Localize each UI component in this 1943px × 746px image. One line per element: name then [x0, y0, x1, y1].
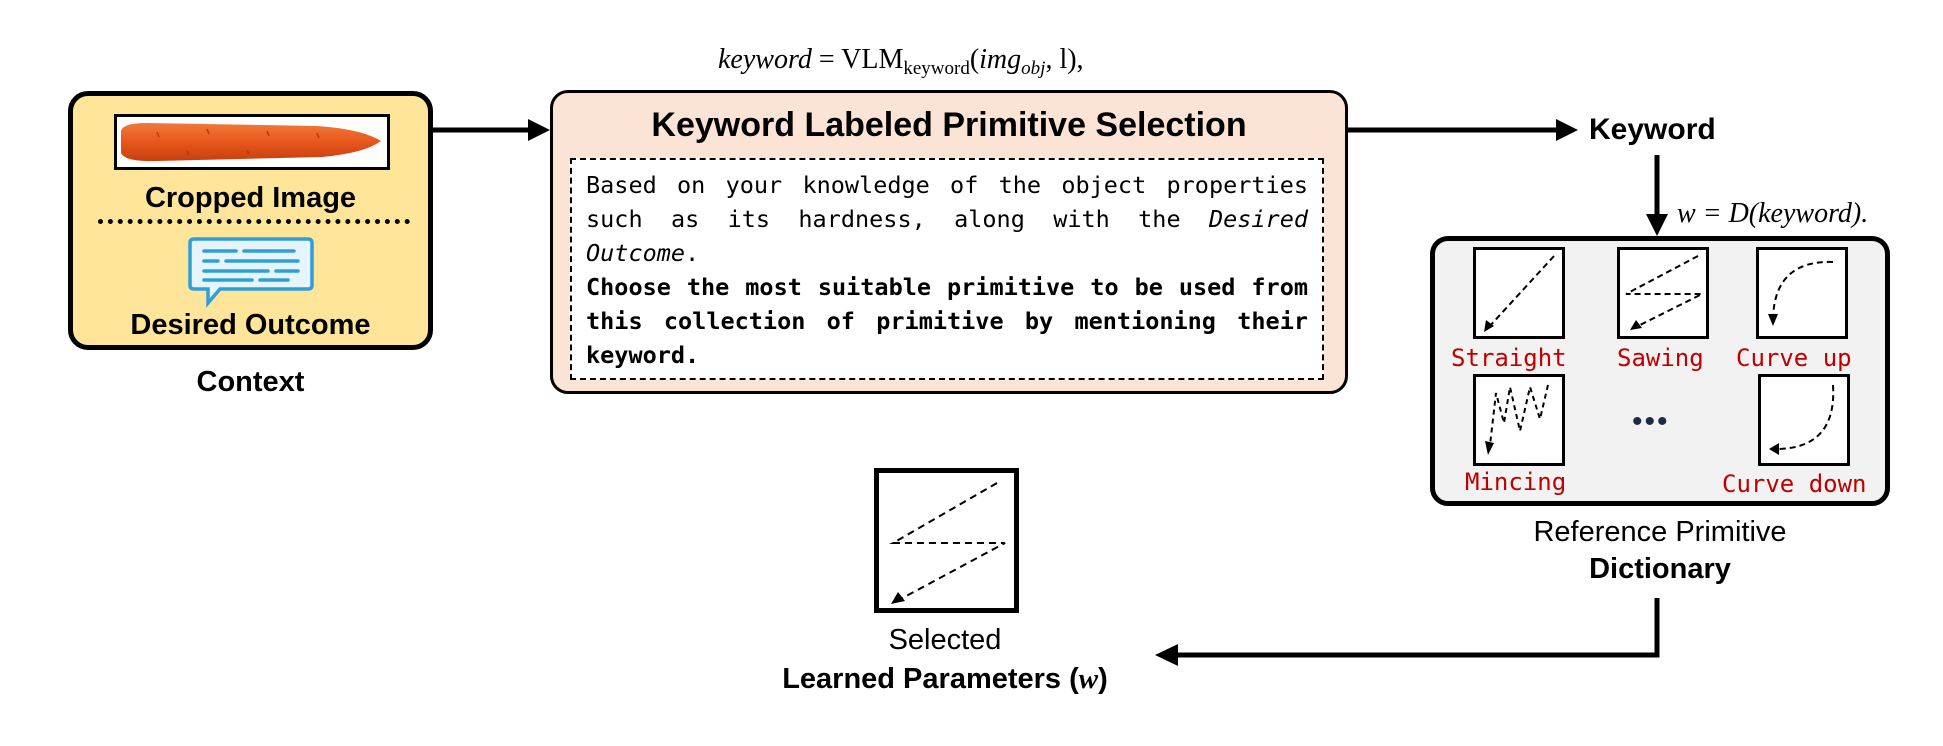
- chat-bubble-icon: [188, 237, 314, 308]
- cropped-image-label: Cropped Image: [144, 182, 357, 214]
- desired-outcome-label: Desired Outcome: [130, 309, 371, 341]
- context-caption: Context: [196, 366, 305, 398]
- primitive-label-curve-up: Curve up: [1736, 344, 1852, 372]
- selection-title: Keyword Labeled Primitive Selection: [651, 106, 1247, 144]
- primitive-curve-up: [1756, 247, 1848, 339]
- arrow-dictionary-to-selected: [1178, 598, 1660, 658]
- formula-tail: , l),: [1045, 44, 1084, 75]
- primitive-straight: [1473, 247, 1565, 339]
- dictionary-caption-line2: Dictionary: [1589, 553, 1731, 585]
- primitive-label-sawing: Sawing: [1617, 344, 1704, 372]
- learned-parameters-close: ): [1098, 663, 1108, 695]
- formula-arg-sub: obj: [1021, 58, 1046, 79]
- primitive-sawing: [1617, 247, 1709, 339]
- straight-trajectory-icon: [1484, 255, 1555, 332]
- primitive-label-straight: Straight: [1451, 344, 1567, 372]
- selected-sawing-trajectory-icon: [889, 482, 1006, 604]
- formula-lhs: keyword: [718, 44, 812, 75]
- cropped-image: [114, 114, 390, 170]
- prompt-text: Based on your knowledge of the object pr…: [586, 171, 1308, 233]
- primitive-label-curve-down: Curve down: [1722, 470, 1867, 498]
- keyword-formula: keyword = VLMkeyword(imgobj, l),: [718, 44, 1084, 79]
- selected-caption-line1: Selected: [888, 624, 1002, 656]
- more-primitives-ellipsis: •••: [1632, 405, 1670, 438]
- prompt-box: Based on your knowledge of the object pr…: [570, 158, 1324, 380]
- context-separator: [98, 219, 410, 224]
- sawing-trajectory-icon: [1625, 255, 1703, 330]
- dictionary-formula: w = D(keyword).: [1677, 198, 1868, 230]
- curve-up-trajectory-icon: [1768, 260, 1834, 326]
- dictionary-caption-line1: Reference Primitive: [1533, 516, 1787, 548]
- keyword-label: Keyword: [1589, 113, 1716, 146]
- formula-sub: keyword: [903, 58, 970, 79]
- learned-parameters-label: Learned Parameters (: [782, 663, 1079, 695]
- primitive-mincing: [1473, 374, 1565, 466]
- prompt-italic: Desired Outcome: [586, 205, 1308, 267]
- prompt-period: .: [685, 239, 700, 267]
- primitive-curve-down: [1758, 374, 1850, 466]
- curve-down-trajectory-icon: [1769, 384, 1835, 455]
- primitive-label-mincing: Mincing: [1465, 468, 1567, 496]
- formula-eq: = VLM: [811, 44, 904, 75]
- prompt-instruction: Choose the most suitable primitive to be…: [586, 273, 1308, 369]
- selected-primitive: [874, 468, 1019, 613]
- carrot-image: [121, 123, 381, 162]
- dict-formula-text: w = D(keyword).: [1677, 198, 1869, 229]
- learned-parameters-var: w: [1078, 663, 1099, 695]
- formula-arg: img: [979, 44, 1022, 75]
- selected-caption-line2: Learned Parameters (w): [700, 663, 1190, 696]
- mincing-trajectory-icon: [1485, 383, 1549, 455]
